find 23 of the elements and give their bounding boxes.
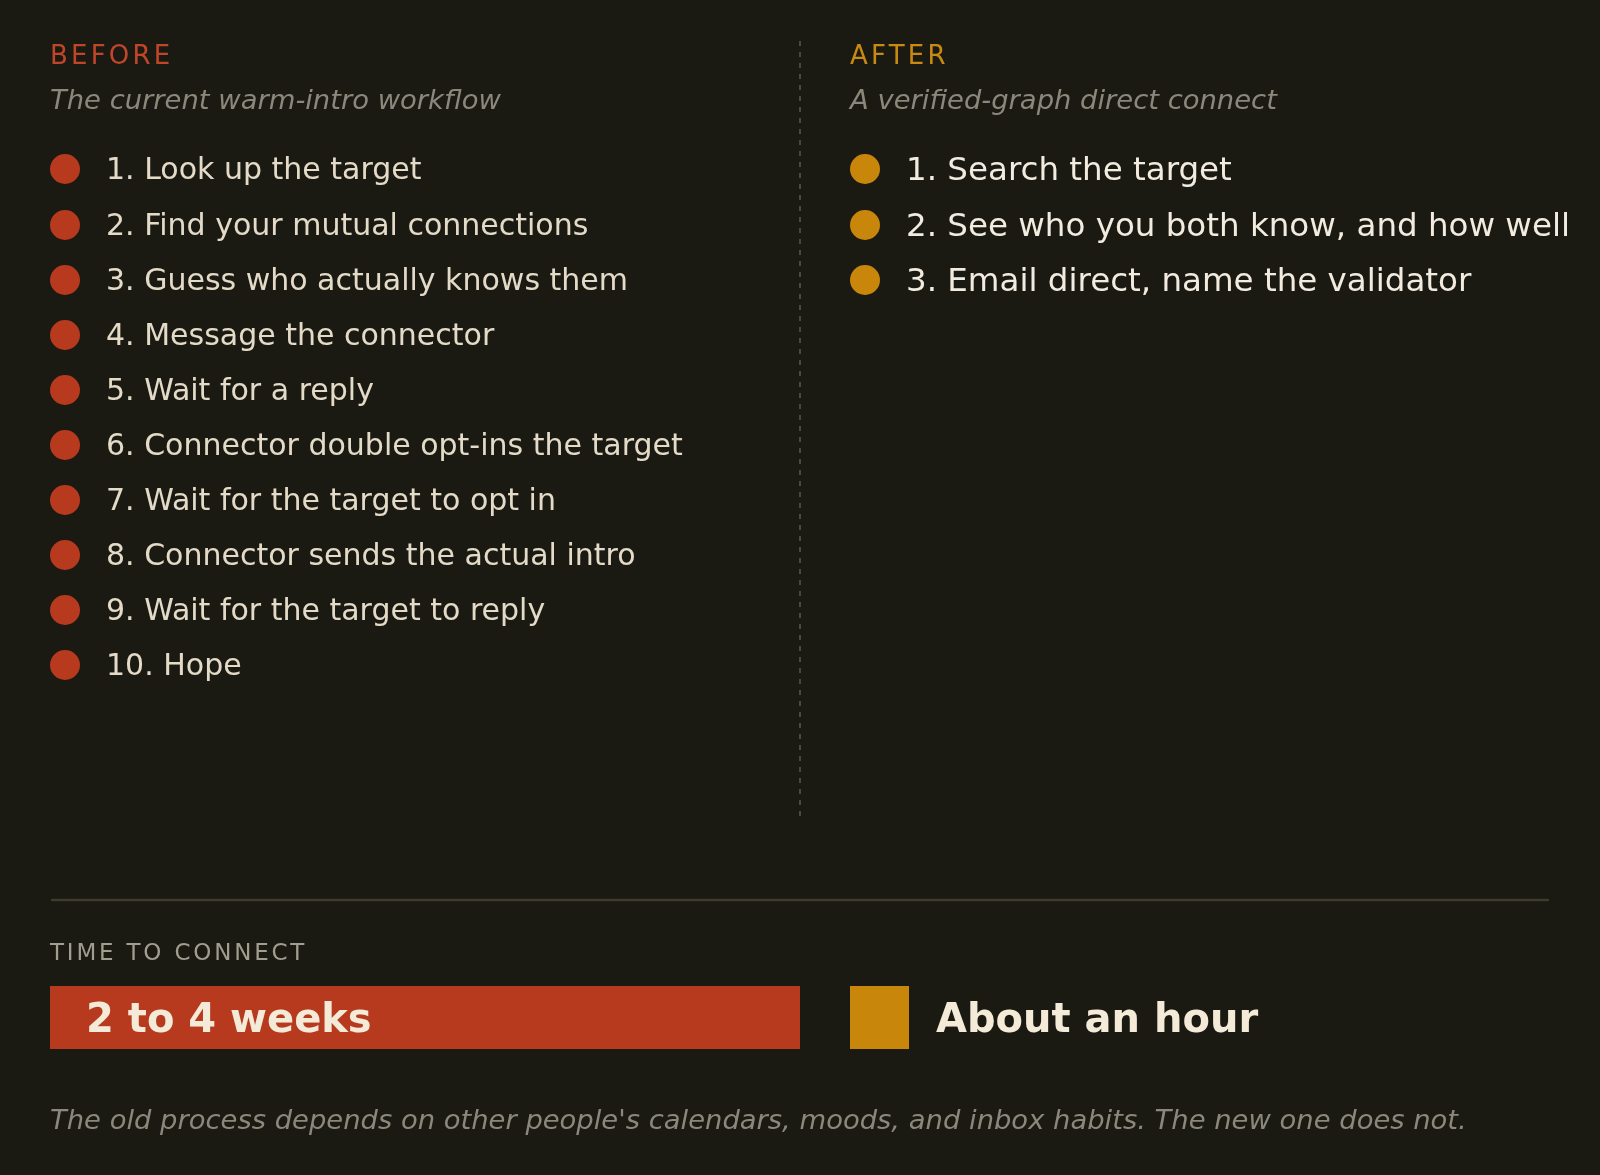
section-heading: BEFORE <box>50 39 174 72</box>
list-item-text: 3. Guess who actually knows them <box>106 260 628 299</box>
section-subtitle: The current warm-intro workflow <box>50 83 501 117</box>
list-item-text: 8. Connector sends the actual intro <box>106 536 636 575</box>
long-duration-bar <box>50 986 800 1049</box>
list-item-text: 1. Look up the target <box>106 150 422 189</box>
duration-text: About an hour <box>936 993 1259 1042</box>
section-label: TIME TO CONNECT <box>50 938 308 967</box>
section-subtitle: A verified-graph direct connect <box>850 83 1277 117</box>
list-item-text: 7. Wait for the target to opt in <box>106 481 556 519</box>
list-item-text: 2. See who you both know, and how well <box>906 204 1570 245</box>
section-heading: AFTER <box>850 39 949 72</box>
list-item-text: 6. Connector double opt-ins the target <box>106 425 683 464</box>
list-item-text: 10. Hope <box>106 646 242 685</box>
list-item-text: 9. Wait for the target to reply <box>106 591 546 630</box>
short-duration-bar <box>850 986 909 1049</box>
list-item-text: 3. Email direct, name the validator <box>906 259 1472 300</box>
list-item-text: 1. Search the target <box>906 149 1232 190</box>
list-item-text: 4. Message the connector <box>106 315 495 354</box>
duration-text: 2 to 4 weeks <box>86 993 372 1042</box>
list-item-text: 5. Wait for a reply <box>106 370 374 409</box>
footnote-text: The old process depends on other people's calendars, moods, and inbox habits. The new one does not. <box>50 1103 1467 1137</box>
list-item-text: 2. Find your mutual connections <box>106 205 589 244</box>
